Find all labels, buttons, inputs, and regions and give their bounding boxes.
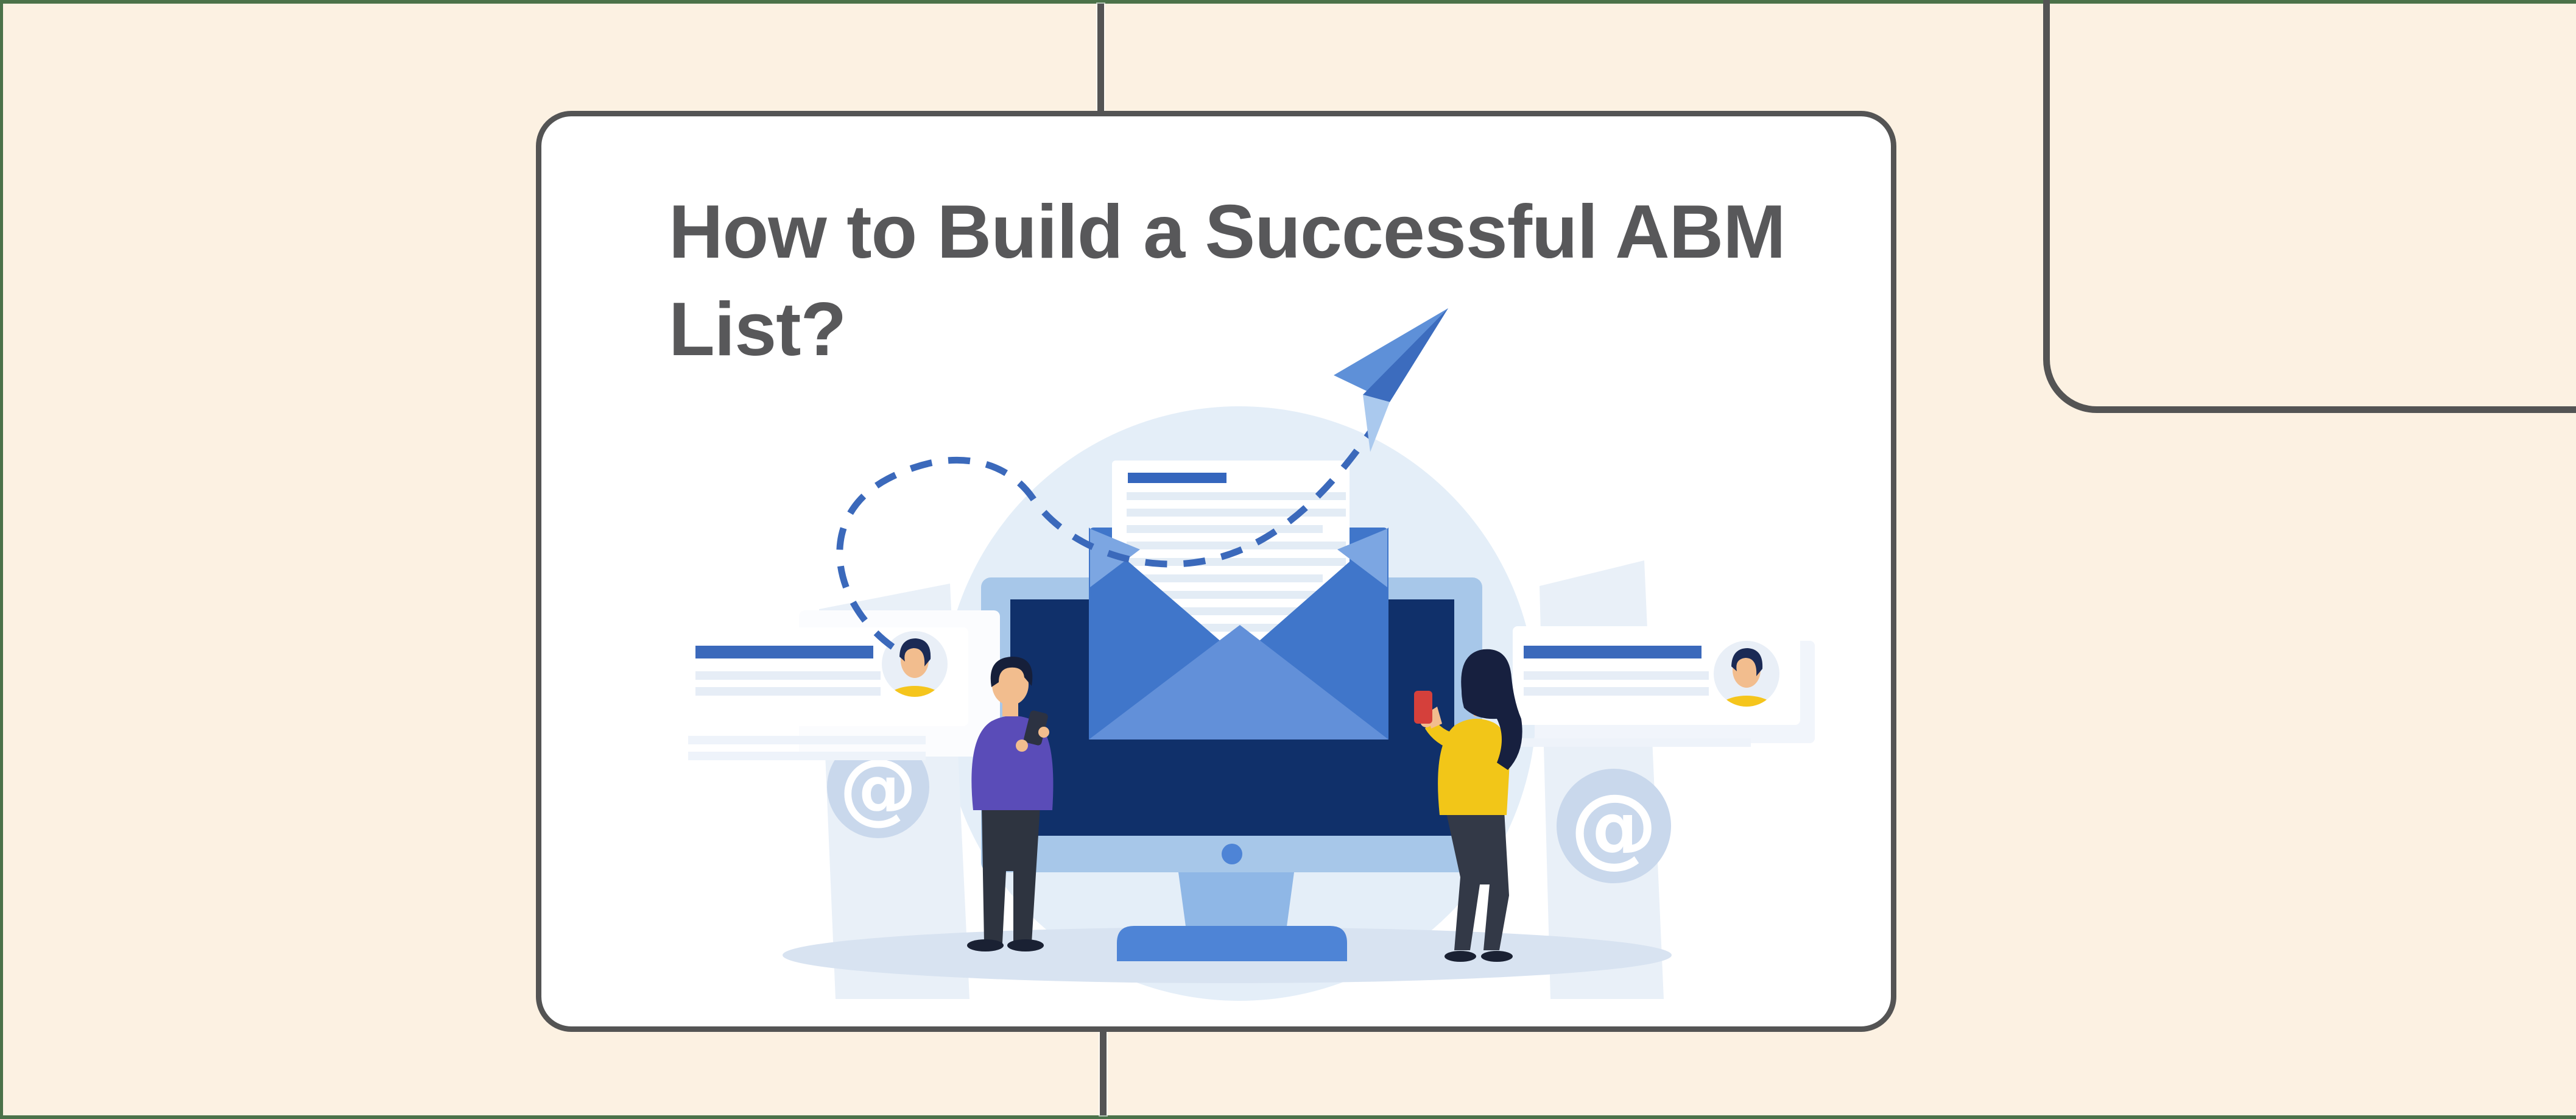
- card-title: How to Build a Successful ABM List?: [669, 183, 1826, 378]
- frame-border-left: [0, 0, 3, 1119]
- paper-plane-icon: [1334, 308, 1448, 452]
- envelope-flap-left: [1089, 528, 1240, 740]
- frame-border-top: [0, 0, 2576, 4]
- contact-card-left: [681, 610, 1000, 760]
- letter-header-bar: [1128, 473, 1226, 483]
- person-woman: [1414, 649, 1522, 962]
- dashed-flight-path: [836, 426, 1376, 650]
- contact-title-bar: [1524, 646, 1701, 658]
- contact-card-right: [1513, 626, 1815, 747]
- frame-border-bottom: [0, 1115, 2576, 1119]
- envelope-flap-right: [1240, 528, 1388, 740]
- card-title-line2: List?: [669, 288, 846, 372]
- envelope-illustration: [1089, 461, 1388, 740]
- red-phone: [1414, 691, 1432, 724]
- monitor-base: [1117, 926, 1347, 961]
- card-title-line1: How to Build a Successful ABM: [669, 190, 1786, 274]
- abm-email-illustration: @ @: [681, 308, 1815, 1001]
- main-card-node[interactable]: How to Build a Successful ABM List? @ @: [536, 111, 1896, 1032]
- at-icon-right: @: [1557, 769, 1671, 883]
- monitor-button: [1222, 844, 1242, 864]
- contact-title-bar: [695, 646, 873, 658]
- svg-text:@: @: [1570, 775, 1658, 877]
- neighbor-node-top-right[interactable]: [2043, 0, 2576, 413]
- connector-bottom[interactable]: [1100, 1028, 1107, 1115]
- connector-top[interactable]: [1097, 4, 1104, 111]
- monitor-stand: [1178, 872, 1294, 931]
- envelope-front-pocket: [1089, 625, 1388, 740]
- person-man: [967, 657, 1054, 951]
